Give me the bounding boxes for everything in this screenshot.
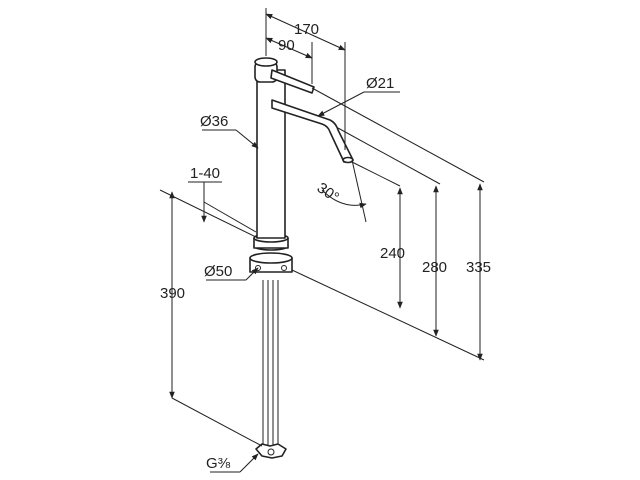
dimension-labels: 170 90 Ø21 Ø36 1-40 30° 240 280 335 390 … [160,21,491,472]
spout-outlet [342,156,354,164]
label-335: 335 [466,259,491,276]
leader-d36 [235,129,259,149]
ext-line-deck [291,269,485,361]
ext-line-390-bottom [171,397,263,447]
ext-line-spout-top [337,127,441,185]
label-1-40: 1-40 [190,165,220,182]
ext-line-390-top [159,189,259,239]
label-thread: G⅜ [206,455,231,472]
dimension-lines [159,8,485,473]
dim-90 [265,37,313,59]
label-d36: Ø36 [200,113,228,130]
dim-170 [265,13,346,51]
nut-bolt-right [281,265,287,271]
angle-ref-line [351,159,367,223]
label-d21: Ø21 [366,75,394,92]
label-390: 390 [160,285,185,302]
label-90: 90 [278,37,295,54]
ext-line-lever-top [311,87,485,183]
ext-line-outlet [351,161,401,187]
label-280: 280 [422,259,447,276]
label-170: 170 [294,21,319,38]
fitting-nut [267,448,275,456]
hose-end-fitting [255,443,287,459]
faucet-body [249,57,354,459]
leader-d50 [245,267,259,281]
label-angle: 30° [314,179,342,206]
main-column [256,69,286,239]
handle-cap-top [254,57,278,67]
label-d50: Ø50 [204,263,232,280]
leader-thread [239,453,259,473]
ext-line-deck-top [203,201,257,233]
label-240: 240 [380,245,405,262]
base-ring-top [249,252,293,264]
lever-handle [270,69,315,94]
